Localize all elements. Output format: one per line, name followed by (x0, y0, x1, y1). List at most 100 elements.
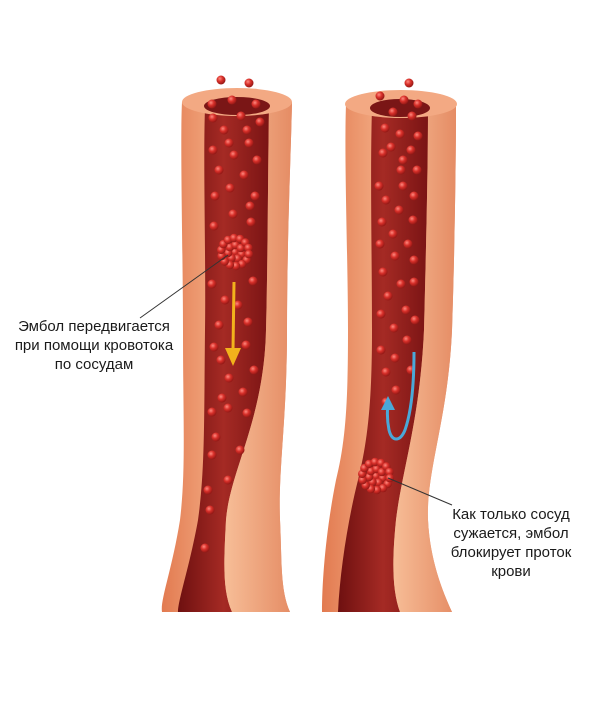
blood-cell (238, 387, 248, 397)
blood-cell (389, 323, 399, 333)
blood-cell (216, 75, 226, 85)
blood-cell (403, 239, 413, 249)
blood-cell (390, 353, 400, 363)
blood-cell (381, 367, 391, 377)
blood-cell (244, 243, 253, 253)
vessel-right (322, 90, 457, 612)
blood-cell (228, 209, 238, 219)
blood-cell (388, 229, 398, 239)
blood-cell (413, 99, 423, 109)
blood-cell (225, 183, 235, 193)
blood-cell (205, 505, 215, 515)
blood-cell (233, 300, 243, 310)
blood-cell (377, 467, 386, 477)
blood-cell (390, 251, 400, 261)
blood-cell (245, 201, 255, 211)
blood-cell (209, 221, 219, 231)
blood-cell (249, 365, 259, 375)
blood-cell (375, 91, 385, 101)
blood-cell (396, 165, 406, 175)
blood-cell (255, 117, 265, 127)
embolus-left (217, 233, 253, 271)
blood-cell (394, 205, 404, 215)
blood-cell (409, 255, 419, 265)
blood-cell (410, 315, 420, 325)
blood-cell (358, 475, 367, 485)
blood-cell (211, 432, 221, 442)
blood-cell (214, 320, 224, 330)
blood-cell (243, 317, 253, 327)
blood-cell (236, 111, 246, 121)
blood-cell (203, 485, 213, 495)
blood-cell (251, 99, 261, 109)
blood-cell (210, 191, 220, 201)
blood-cell (409, 191, 419, 201)
blood-cell (227, 95, 237, 105)
blood-cell (406, 145, 416, 155)
blood-cell (248, 276, 258, 286)
blood-cell (378, 148, 388, 158)
blood-cell (207, 99, 217, 109)
blood-cell (402, 335, 412, 345)
blood-cell (223, 475, 233, 485)
blood-cell (377, 217, 387, 227)
blood-cell (209, 342, 219, 352)
blood-cell (408, 215, 418, 225)
blood-cell (242, 125, 252, 135)
blood-cell (242, 408, 252, 418)
leader-line-left (139, 254, 229, 319)
blood-cell (385, 473, 394, 483)
blood-cell (246, 217, 256, 227)
blood-cell (401, 305, 411, 315)
blood-cell (412, 165, 422, 175)
blood-cell (395, 129, 405, 139)
blood-cell (236, 243, 245, 253)
leader-line-right (387, 477, 453, 506)
blood-cell (407, 111, 417, 121)
blood-cell (244, 78, 254, 88)
blood-cell (244, 138, 254, 148)
blood-cell (252, 155, 262, 165)
blood-cell (413, 131, 423, 141)
blood-cell (224, 138, 234, 148)
blood-cell (381, 195, 391, 205)
blood-cell (208, 145, 218, 155)
label-embolus-moving: Эмбол передвигается при помощи кровотока… (14, 318, 174, 373)
blood-cell (216, 355, 226, 365)
blood-cell (207, 407, 217, 417)
blood-cell (223, 403, 233, 413)
blood-cell (376, 345, 386, 355)
blood-cell (398, 181, 408, 191)
blood-cell (229, 150, 239, 160)
blood-cell (383, 291, 393, 301)
blood-cells (200, 75, 423, 553)
vessel-right-inner-wall (393, 104, 456, 612)
blood-cell (409, 277, 419, 287)
blood-cell (380, 123, 390, 133)
blood-cell (398, 155, 408, 165)
vessel-right-lumen (338, 108, 428, 612)
blood-cell (244, 249, 253, 259)
blood-cell (376, 309, 386, 319)
blood-cell (396, 279, 406, 289)
label-embolus-blocking: Как только сосуд сужается, эмбол блокиру… (450, 506, 572, 580)
blood-cell (404, 78, 414, 88)
blood-cell (386, 142, 396, 152)
blood-cell (220, 295, 230, 305)
blood-cell (219, 125, 229, 135)
blood-cell (378, 267, 388, 277)
blood-cell (388, 107, 398, 117)
blood-cell (385, 467, 394, 477)
blood-cell (207, 450, 217, 460)
blood-cell (235, 445, 245, 455)
blood-cell (217, 393, 227, 403)
blood-cell (391, 385, 401, 395)
blood-cell (224, 373, 234, 383)
blood-cell (375, 239, 385, 249)
blood-cell (241, 340, 251, 350)
arrow-down-icon (225, 281, 241, 366)
blood-cell (207, 279, 217, 289)
vessel-left-inner-wall (224, 102, 292, 612)
blood-cell (239, 170, 249, 180)
